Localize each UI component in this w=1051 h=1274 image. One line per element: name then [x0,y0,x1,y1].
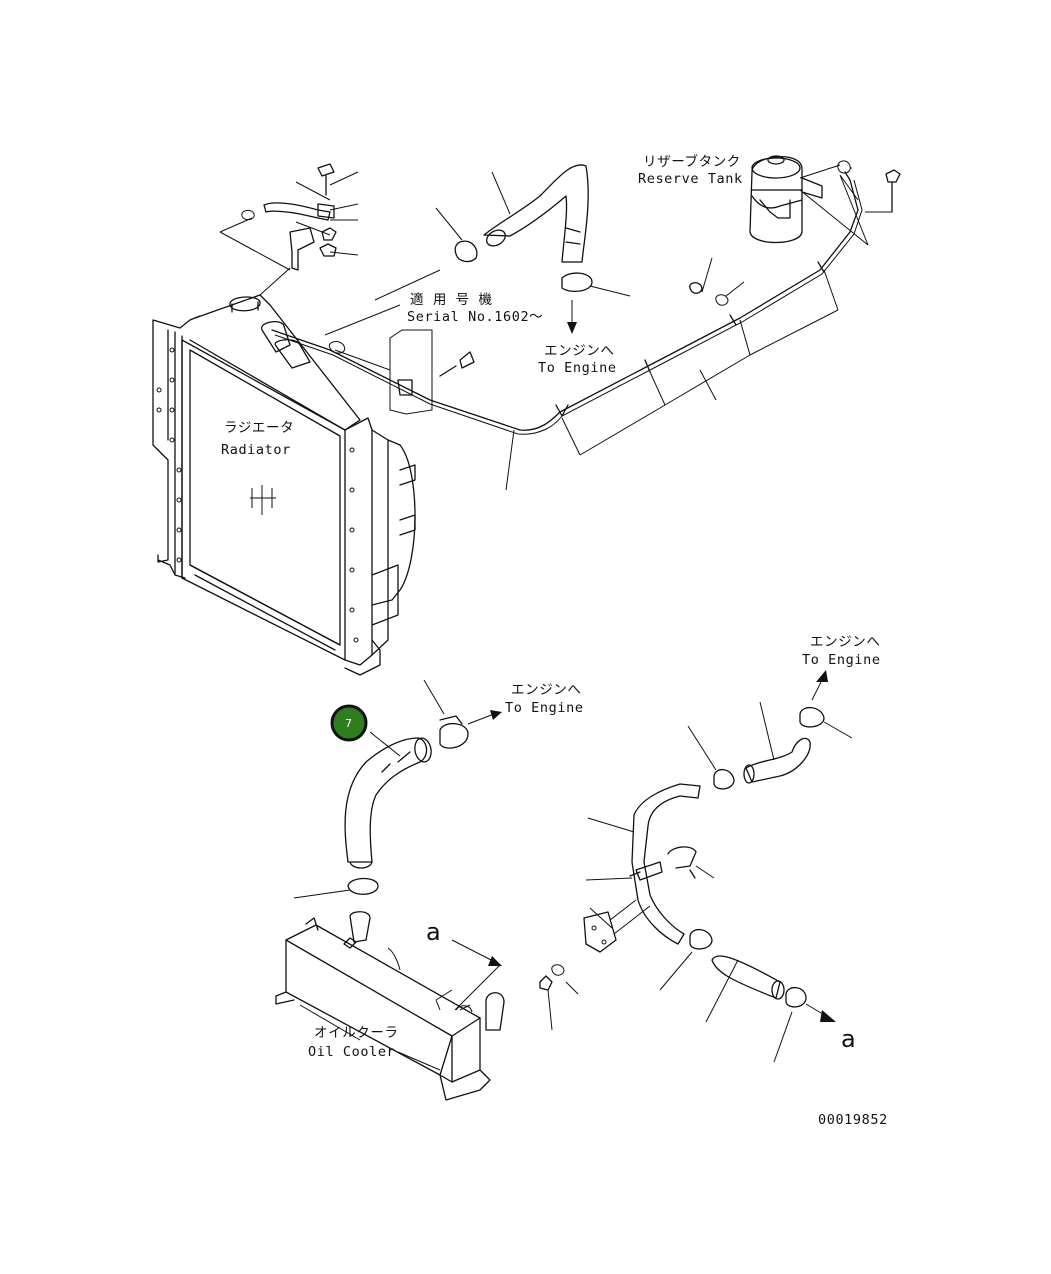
reserve-tank-label-en: Reserve Tank [638,171,743,187]
radiator-label-jp: ラジエータ [224,420,294,436]
labels: リザーブタンク Reserve Tank 適 用 号 機 Serial No.1… [221,153,888,1128]
upper-hose [435,164,631,334]
clips [689,257,745,306]
lower-hose-left [293,679,502,899]
to-engine-3-en: To Engine [802,652,881,668]
to-engine-1-en: To Engine [538,360,617,376]
callout-7[interactable]: 7 [330,704,368,742]
radiator [152,294,416,676]
overflow-tube [271,171,863,491]
serial-label-jp: 適 用 号 機 [410,291,493,308]
reserve-tank [749,155,901,246]
drawing-number: 00019852 [818,1112,888,1128]
upper-left-hardware [219,163,359,296]
oil-cooler [275,911,505,1101]
to-engine-1-jp: エンジンへ [544,343,615,359]
to-engine-2-en: To Engine [505,700,584,716]
oil-cooler-label-en: Oil Cooler [308,1044,395,1060]
ref-a-top: a [426,918,441,946]
to-engine-3-jp: エンジンへ [810,634,881,650]
callout-circle[interactable] [330,704,368,742]
callout-number: 7 [345,717,352,730]
radiator-label-en: Radiator [221,442,291,458]
ref-a-right: a [841,1025,856,1053]
serial-label-en: Serial No.1602～ [407,309,543,325]
to-engine-2-jp: エンジンへ [511,682,582,698]
oil-cooler-label-jp: オイルクーラ [314,1025,399,1041]
reserve-tank-label-jp: リザーブタンク [643,153,741,170]
lower-right-pipes [539,670,853,1063]
